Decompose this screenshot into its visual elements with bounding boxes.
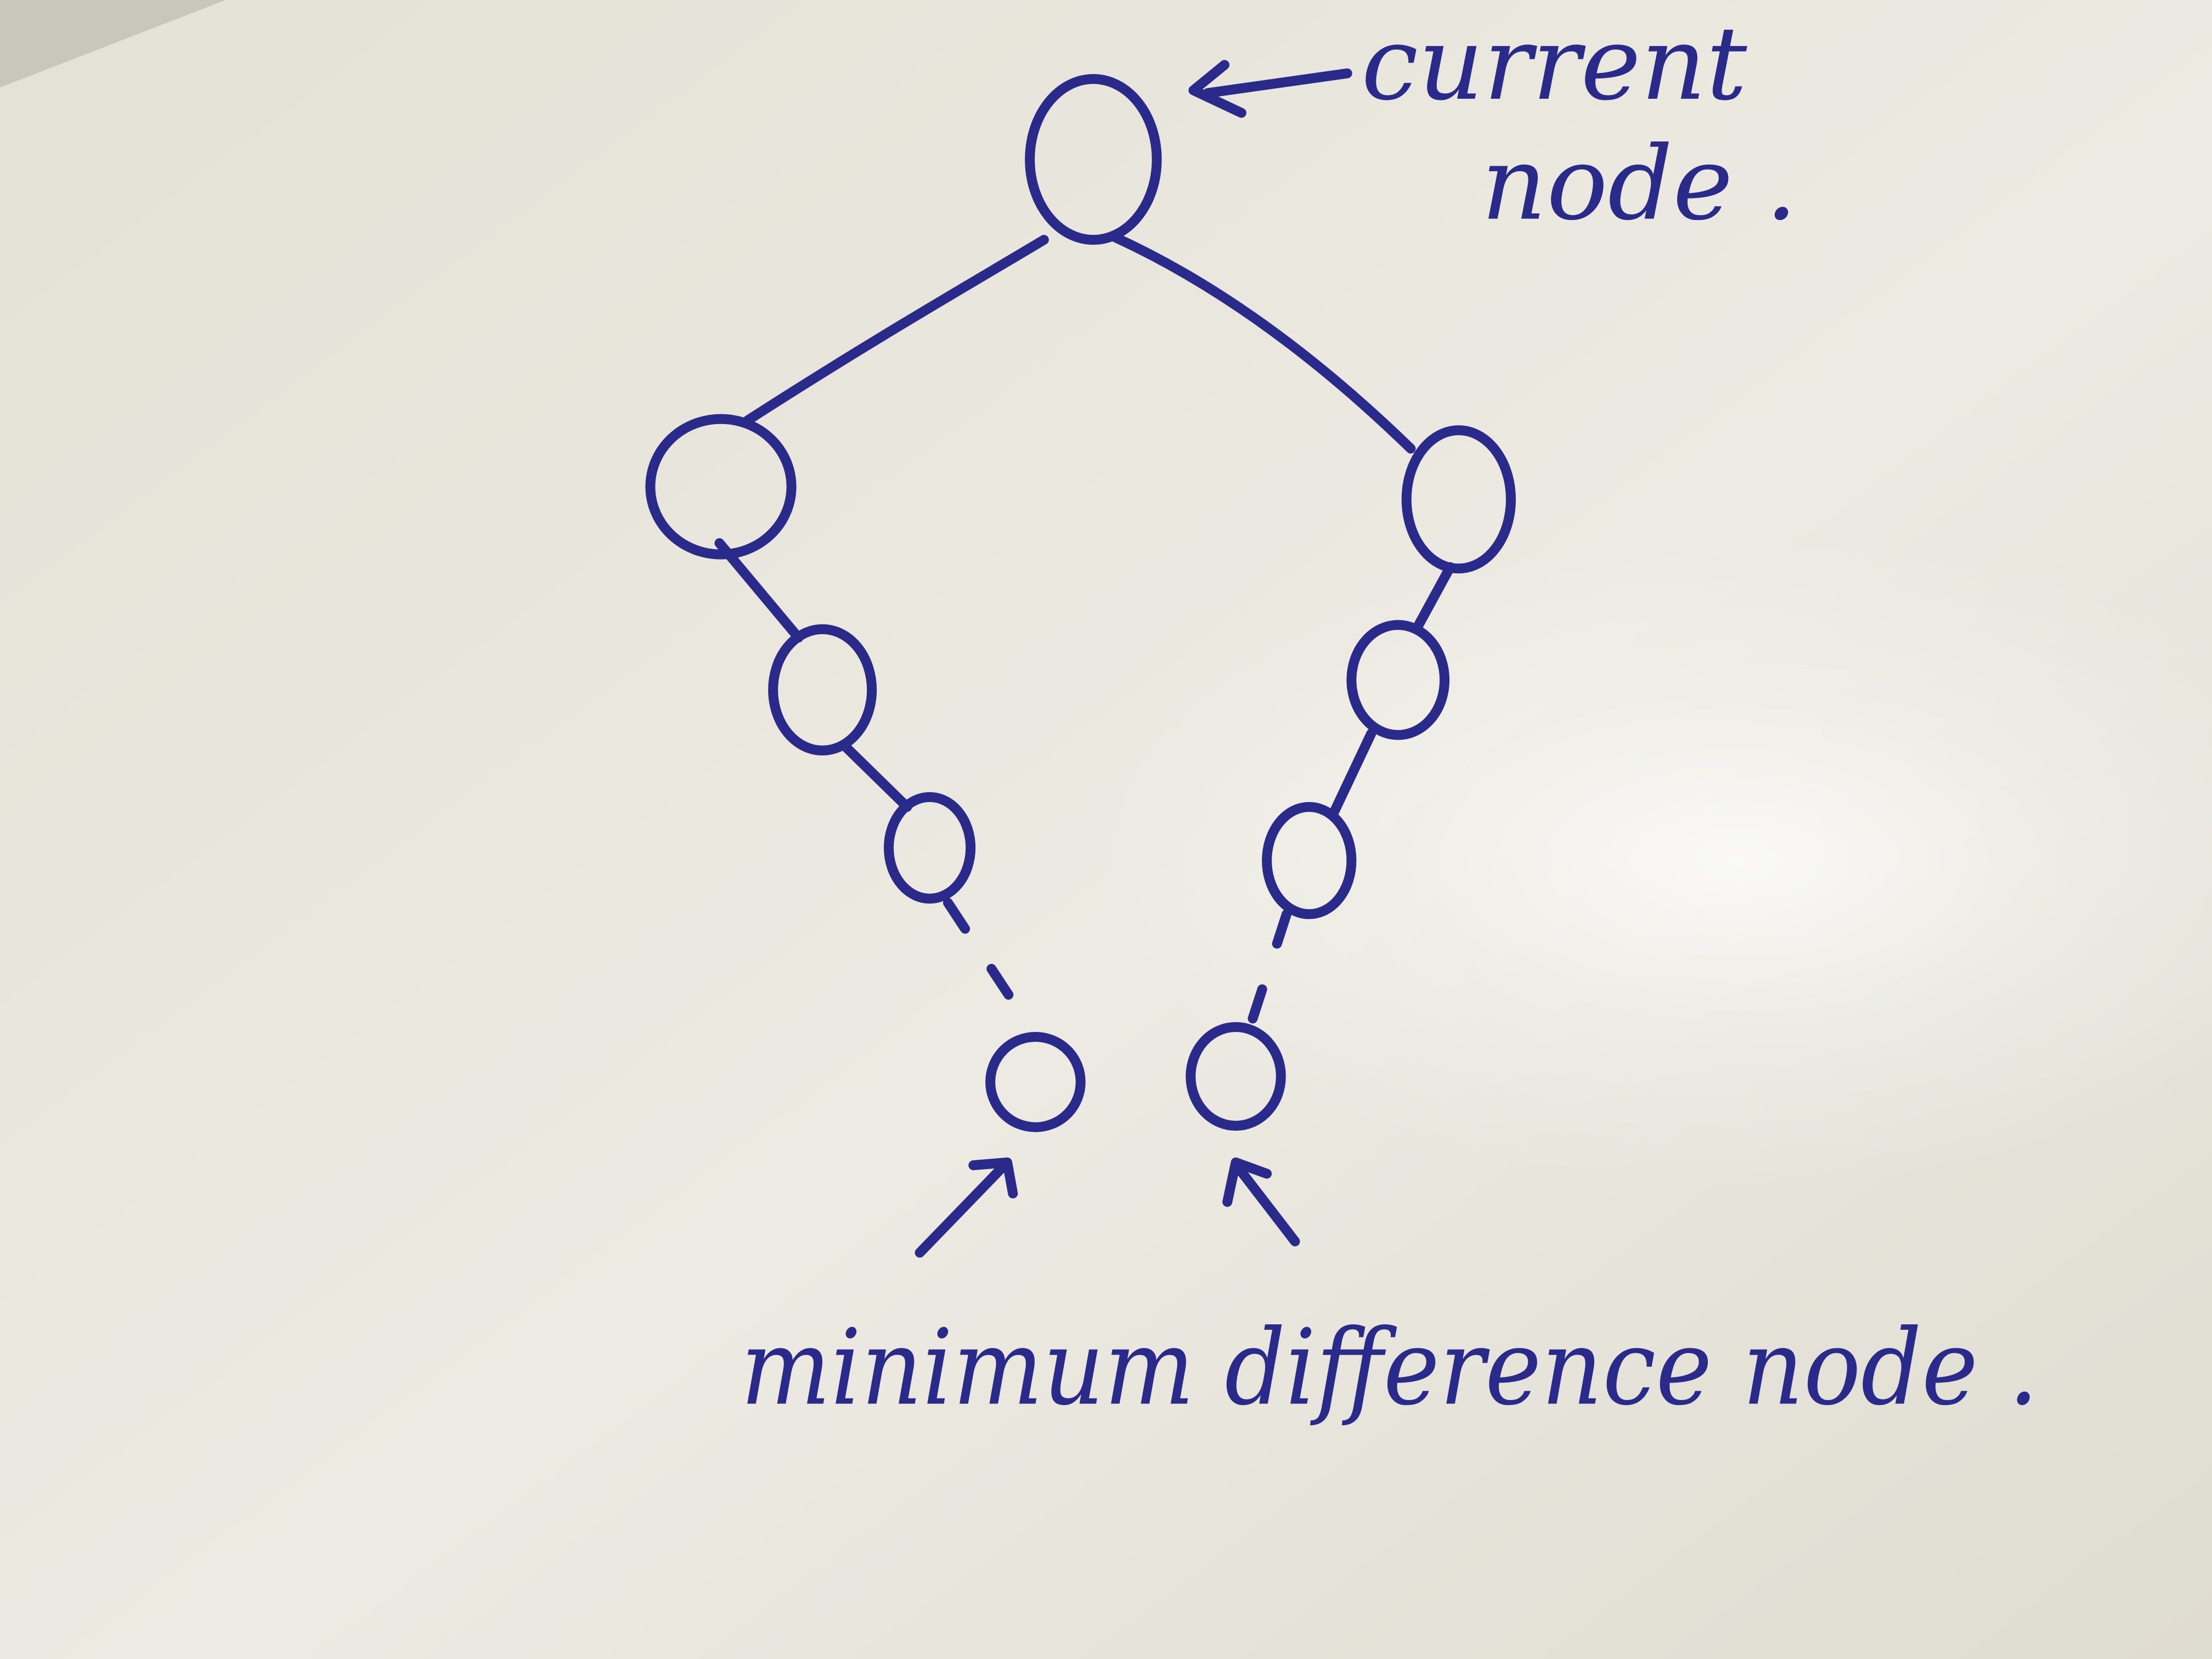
- right-child-node: [1401, 425, 1516, 574]
- dashed-path-right: [1248, 909, 1292, 1024]
- edge-root-left: [742, 235, 1049, 426]
- left-child-node: [645, 414, 797, 560]
- current-node-arrow: [1188, 60, 1352, 118]
- minimum-difference-node-left: [985, 1032, 1086, 1132]
- arrow-to-right-min-node: [1222, 1157, 1300, 1246]
- minimum-difference-node-label: minimum difference node .: [741, 1307, 2039, 1429]
- left-descendant-node-1: [768, 624, 877, 756]
- edge-right-chain-1: [1411, 562, 1455, 634]
- dashed-path-left: [943, 898, 1029, 1024]
- current-node-label-line2: node .: [1481, 125, 1797, 243]
- edge-root-right: [1109, 232, 1416, 454]
- right-descendant-node-2: [1262, 802, 1357, 919]
- minimum-difference-node-right: [1186, 1022, 1286, 1131]
- edge-right-chain-2: [1329, 729, 1376, 816]
- edge-left-chain-2: [838, 740, 912, 812]
- current-node-circle: [1025, 74, 1162, 245]
- current-node-label-line1: current: [1361, 4, 1747, 123]
- right-descendant-node-1: [1346, 620, 1450, 740]
- left-descendant-node-2: [884, 792, 976, 904]
- arrow-to-left-min-node: [915, 1157, 1018, 1258]
- edge-left-chain-1: [714, 538, 804, 643]
